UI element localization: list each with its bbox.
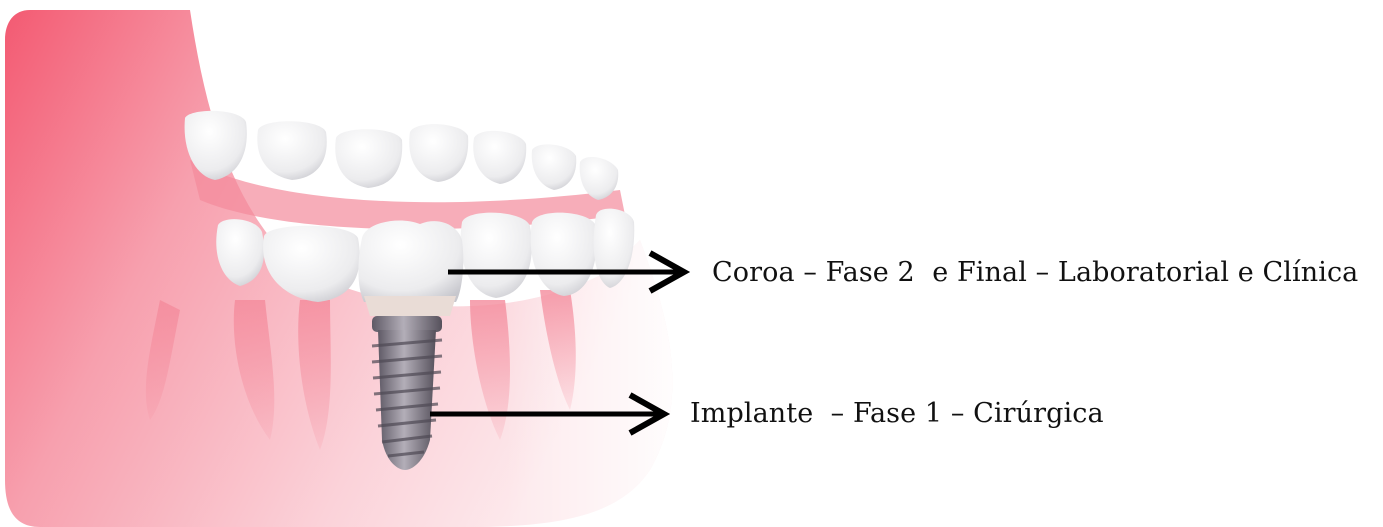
implant-crown xyxy=(358,220,463,316)
crown-label: Coroa – Fase 2 e Final – Laboratorial e … xyxy=(712,256,1358,290)
implant-label: Implante – Fase 1 – Cirúrgica xyxy=(690,397,1104,431)
